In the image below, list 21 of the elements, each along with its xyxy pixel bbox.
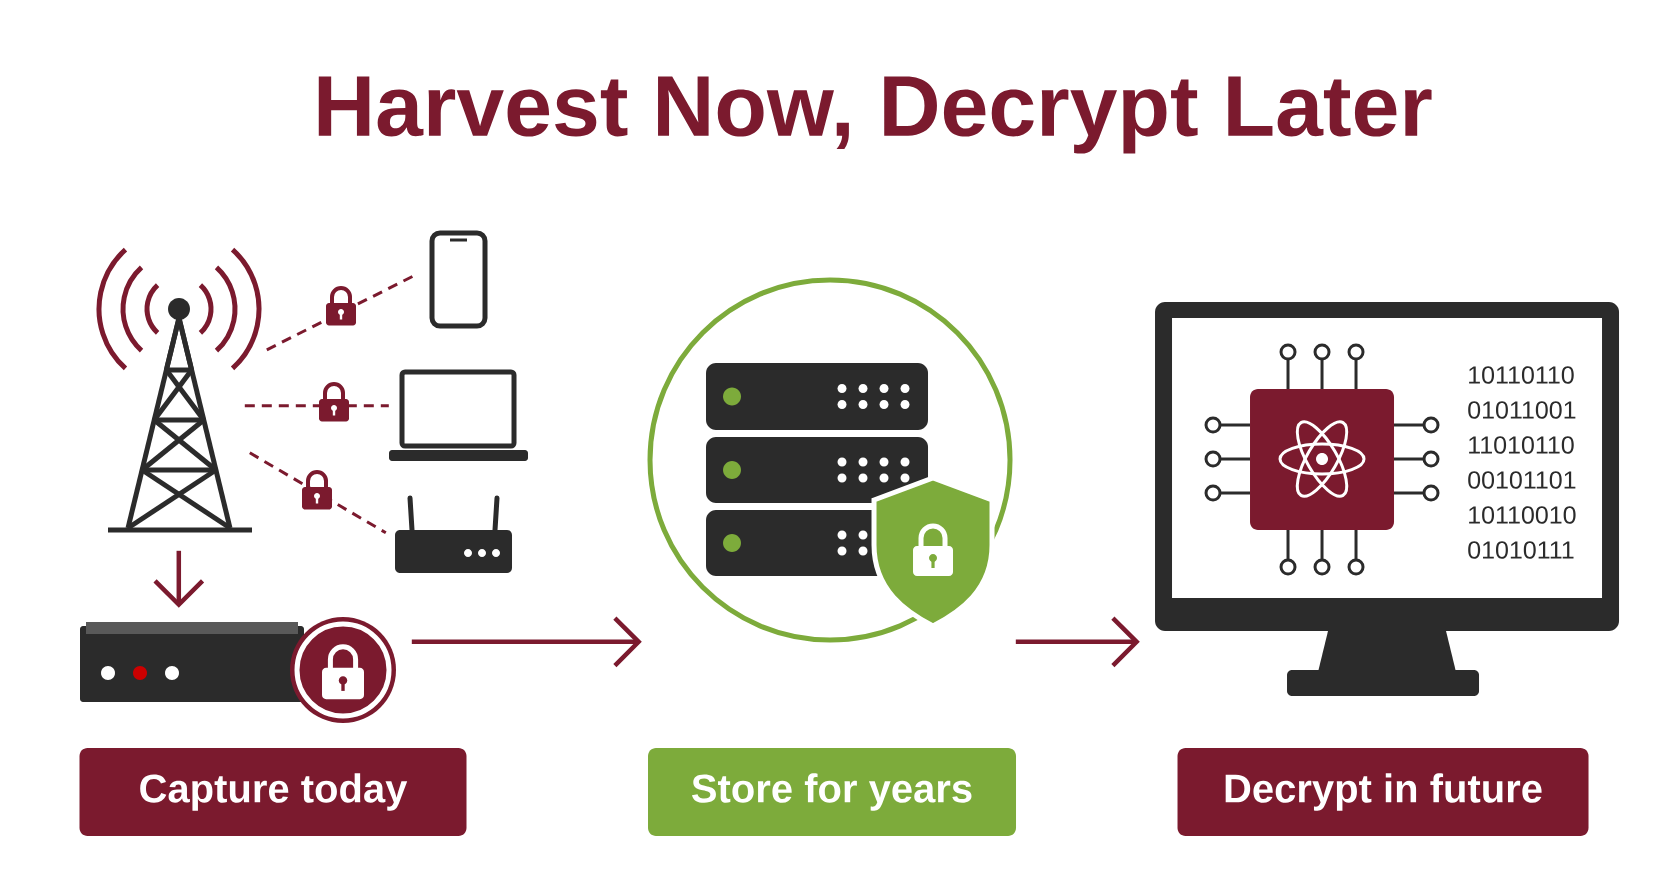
capture-device-drawing bbox=[80, 617, 396, 723]
tower-drawing bbox=[96, 247, 262, 533]
laptop-icon bbox=[389, 369, 528, 461]
dashed-line bbox=[249, 451, 387, 535]
binary-digits: 10110010 bbox=[1469, 506, 1576, 524]
server-drawing bbox=[647, 277, 1013, 643]
binary-digits: 00101101 bbox=[1468, 471, 1576, 489]
phone-icon bbox=[429, 230, 488, 329]
router-icon bbox=[395, 495, 512, 573]
quantum-computer-drawing bbox=[1155, 302, 1619, 696]
title: Harvest Now, Decrypt Later bbox=[318, 76, 1432, 154]
binary-digits: 01010111 bbox=[1468, 541, 1574, 559]
arrow bbox=[1015, 616, 1140, 668]
dashed-line bbox=[244, 404, 389, 408]
binary-digits: 11010110 bbox=[1469, 436, 1574, 454]
stage-label: Store for years bbox=[648, 748, 1016, 836]
binary-digits: 01011001 bbox=[1468, 401, 1576, 419]
stage-label: Capture today bbox=[79, 748, 467, 836]
arrow bbox=[411, 616, 642, 668]
binary-digits: 10110110 bbox=[1469, 366, 1574, 384]
stage-label: Decrypt in future bbox=[1177, 748, 1589, 836]
